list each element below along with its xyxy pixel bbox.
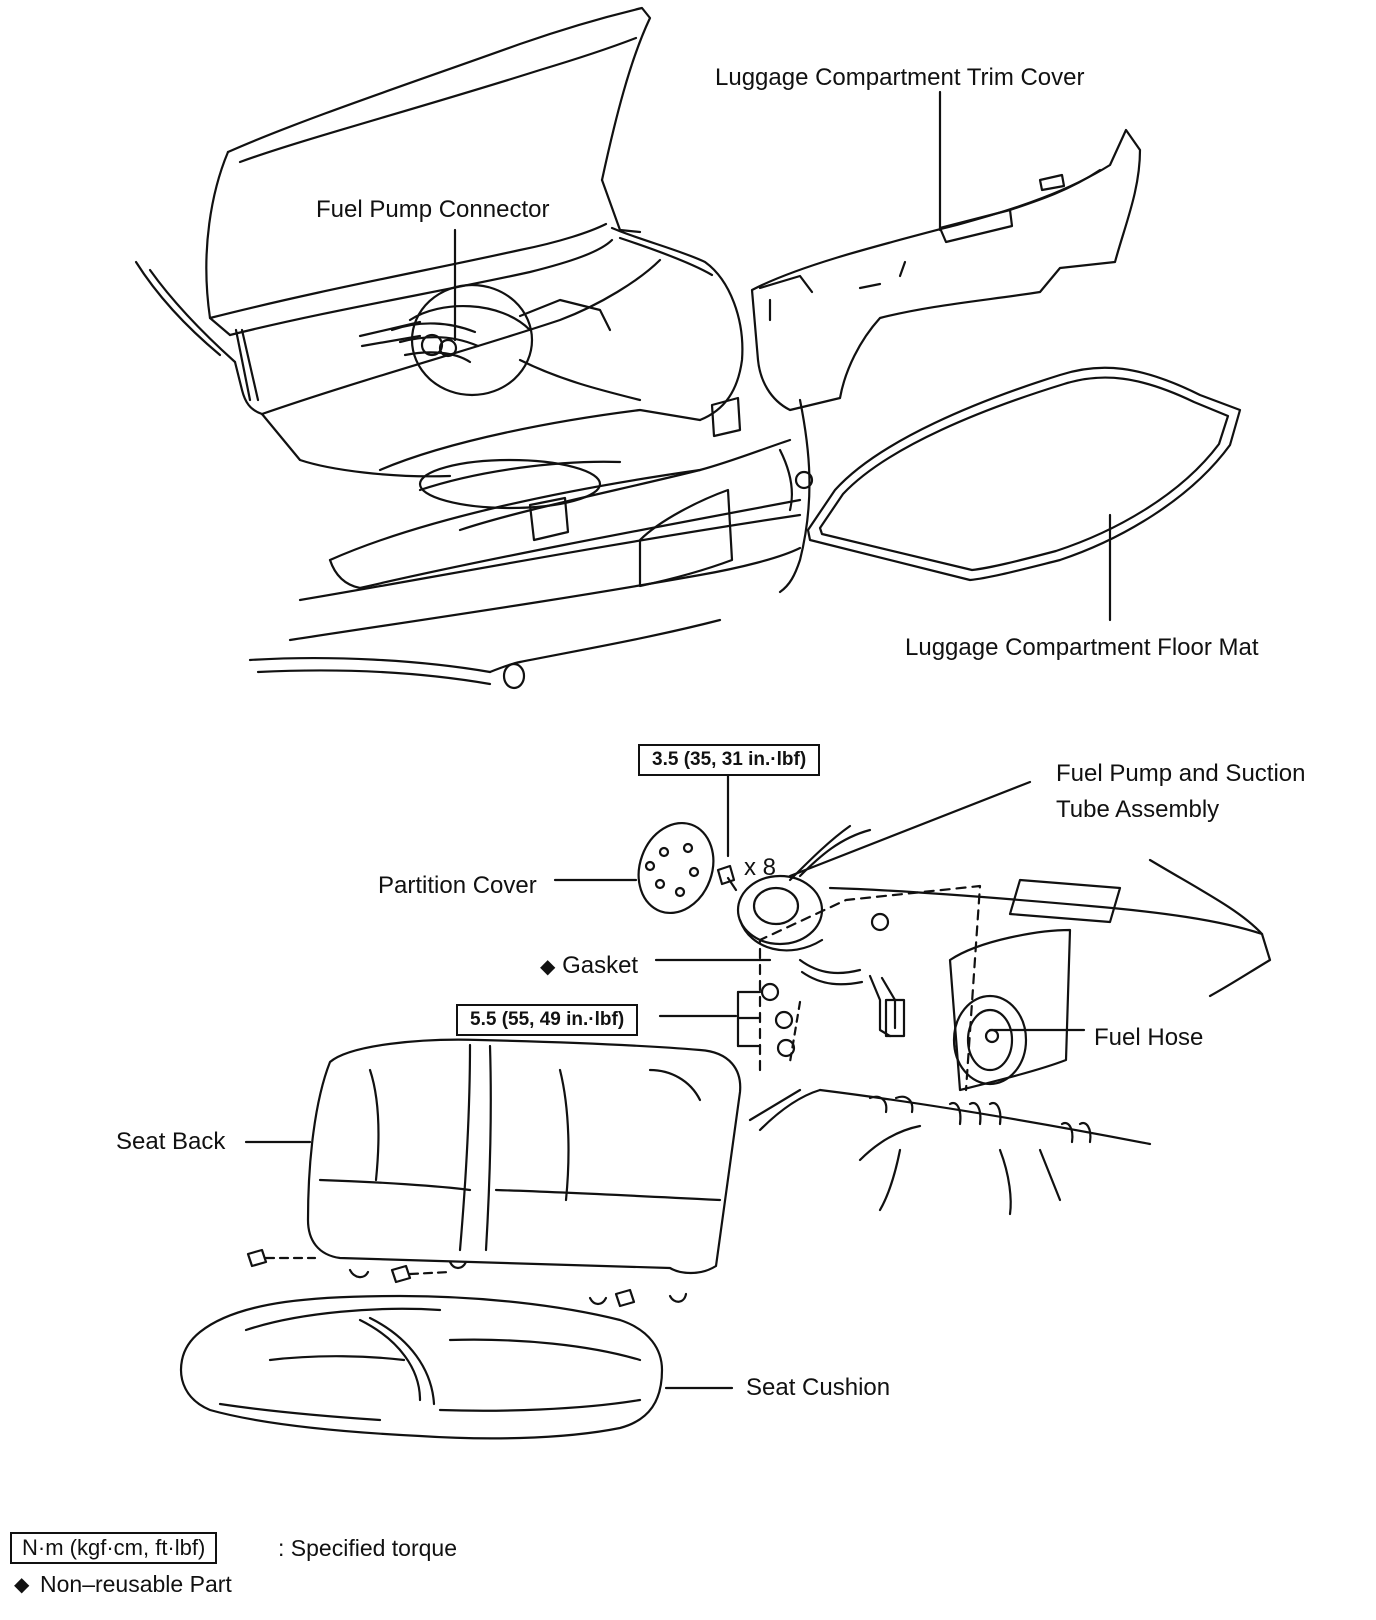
- label-seat-back: Seat Back: [116, 1128, 226, 1155]
- label-partition-cover: Partition Cover: [378, 872, 537, 899]
- trim-cover-drawing: [750, 90, 1142, 412]
- label-gasket: ◆ Gasket: [540, 952, 638, 980]
- label-seat-cushion: Seat Cushion: [746, 1374, 891, 1401]
- legend-nonreusable-icon: ◆: [14, 1572, 30, 1596]
- label-fuel-pump-assembly-line2: Tube Assembly: [1056, 796, 1220, 823]
- legend-torque-text: : Specified torque: [278, 1535, 458, 1561]
- legend-torque-box: N·m (kgf·cm, ft·lbf): [10, 1532, 218, 1564]
- label-fuel-pump-assembly-line1: Fuel Pump and Suction: [1056, 760, 1306, 787]
- label-fuel-hose: Fuel Hose: [1094, 1024, 1204, 1051]
- label-floor-mat: Luggage Compartment Floor Mat: [905, 634, 1259, 661]
- fuel-pump-area-drawing: [553, 760, 1272, 1216]
- torque-spec-upper: 3.5 (35, 31 in.·lbf): [638, 744, 821, 776]
- label-bolt-count: x 8: [744, 854, 777, 881]
- label-trim-cover: Luggage Compartment Trim Cover: [715, 64, 1085, 91]
- label-fuel-pump-connector: Fuel Pump Connector: [316, 196, 550, 223]
- legend-nonreusable-text: Non–reusable Part: [40, 1571, 232, 1597]
- car-rear-drawing: [134, 6, 814, 690]
- torque-spec-lower: 5.5 (55, 49 in.·lbf): [456, 1004, 639, 1036]
- floor-mat-drawing: [806, 366, 1242, 622]
- nonreusable-icon: ◆: [540, 954, 556, 978]
- rear-seat-drawing: [180, 1038, 742, 1440]
- gasket-text: Gasket: [562, 952, 639, 979]
